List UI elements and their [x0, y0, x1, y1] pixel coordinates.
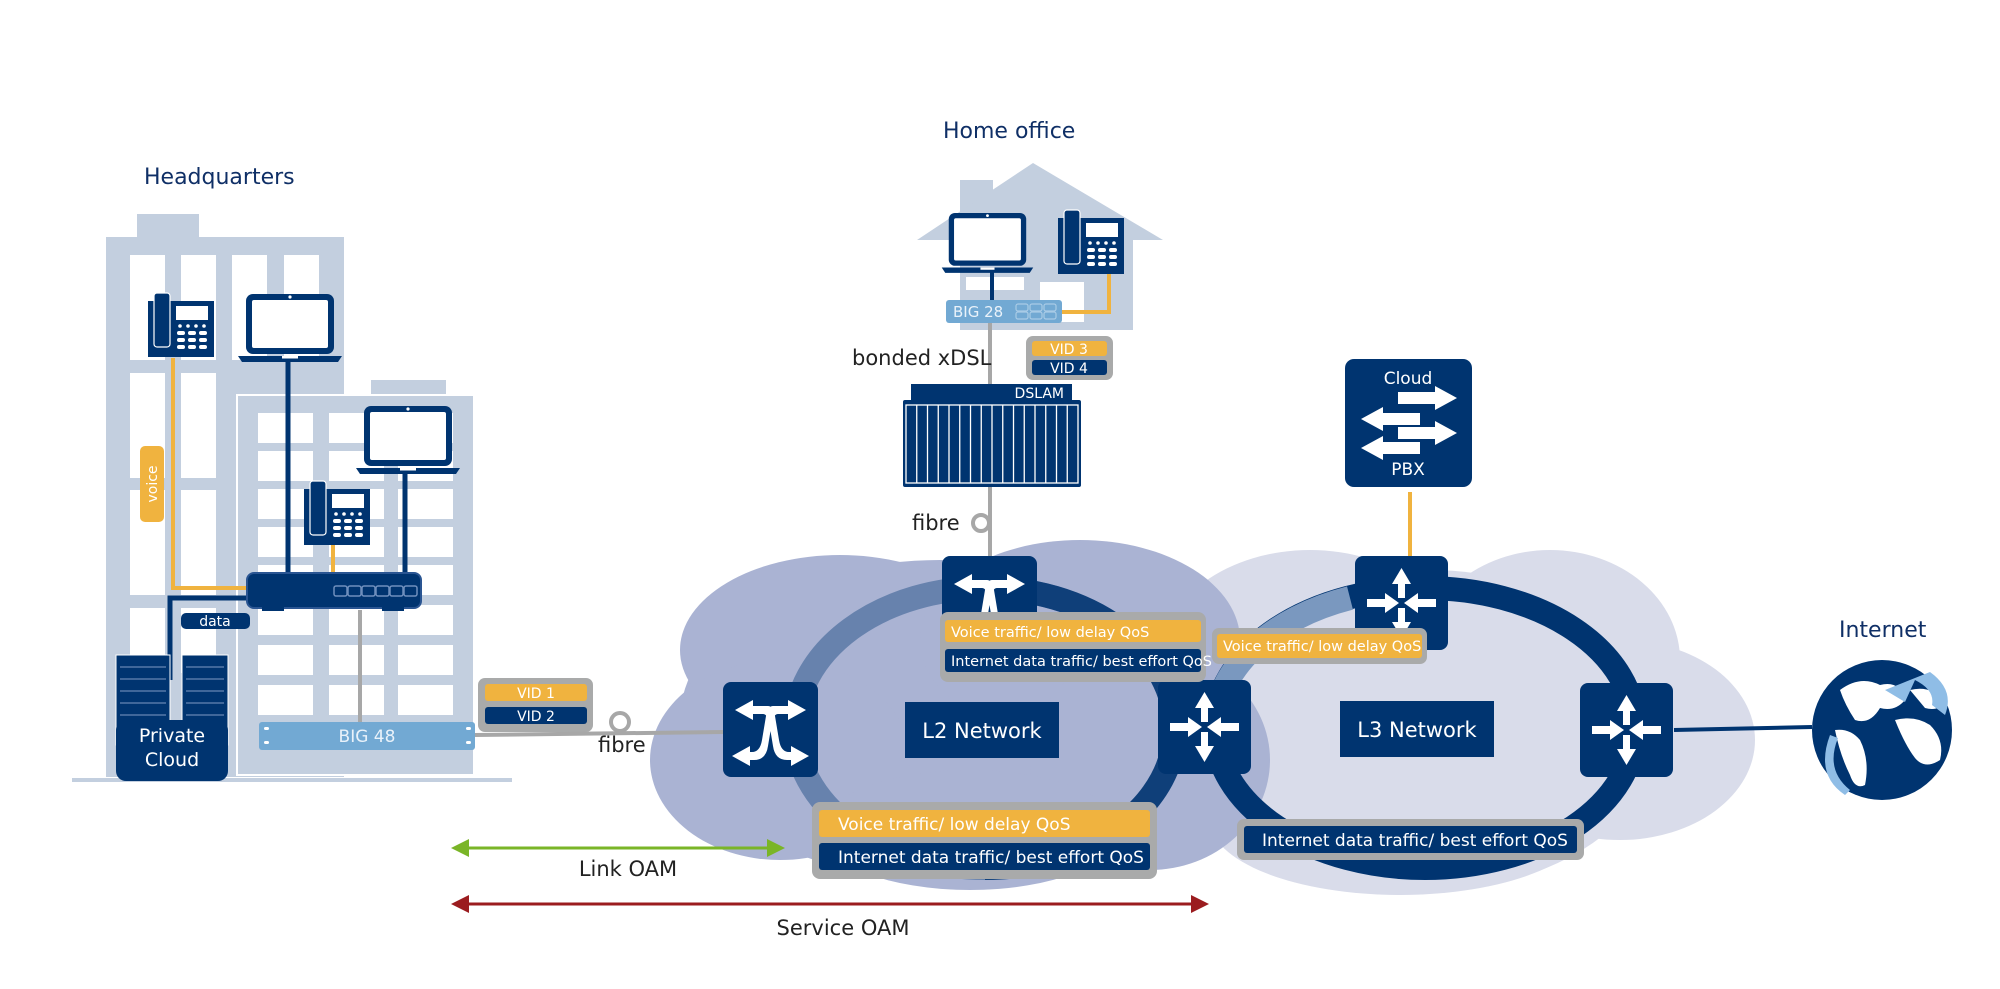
- voice-tag: voice: [140, 446, 164, 522]
- globe-icon: [1812, 660, 1952, 800]
- big28-label: BIG 28: [953, 303, 1003, 321]
- data-traffic-label: Internet data traffic/ best effort QoS: [951, 654, 1212, 670]
- home-fibre-label: fibre: [912, 511, 960, 535]
- bonded-xdsl-label: bonded xDSL: [852, 346, 992, 370]
- link-oam-label: Link OAM: [579, 857, 677, 881]
- traffic-tag-l3-bottom: Internet data traffic/ best effort QoS: [1237, 819, 1584, 860]
- desk-phone-icon: [147, 292, 215, 358]
- l2-l3-router-icon: [1158, 680, 1251, 774]
- big48-label: BIG 48: [339, 727, 396, 747]
- vid4-label: VID 4: [1050, 361, 1088, 377]
- dslam-device: DSLAM: [903, 384, 1081, 487]
- data-traffic-label: Internet data traffic/ best effort QoS: [1262, 831, 1568, 851]
- voice-traffic-label: Voice traffic/ low delay QoS: [951, 625, 1149, 641]
- private-cloud-label: Private: [139, 725, 205, 747]
- home-office-site: Home office BIG 28 bonded xDSL VID 3: [852, 119, 1163, 556]
- voice-cable: [171, 358, 247, 590]
- l2-edge-switch-icon: [723, 682, 818, 777]
- vid1-label: VID 1: [517, 686, 555, 702]
- hq-fibre-label: fibre: [598, 733, 646, 757]
- laptop-icon: [238, 294, 342, 362]
- l3-edge-router-icon: [1580, 683, 1673, 777]
- big28-device: BIG 28: [946, 300, 1062, 323]
- data-tag: data: [181, 613, 250, 630]
- home-office-title: Home office: [943, 119, 1075, 144]
- big48-device: BIG 48: [259, 722, 475, 750]
- svg-text:L3 Network: L3 Network: [1357, 718, 1477, 742]
- private-cloud-servers: Private Cloud: [115, 654, 229, 781]
- lan-switch: [246, 572, 422, 611]
- l2-network-label: L2 Network: [905, 702, 1059, 758]
- svg-text:voice: voice: [145, 465, 161, 502]
- vid2-label: VID 2: [517, 709, 555, 725]
- laptop-icon: [356, 406, 460, 474]
- data-traffic-label: Internet data traffic/ best effort QoS: [838, 848, 1144, 868]
- internet-site: Internet: [1812, 618, 1952, 800]
- desk-phone-icon: [303, 480, 371, 546]
- cloud-pbx-label: PBX: [1391, 460, 1425, 480]
- traffic-tag-mid: Voice traffic/ low delay QoS: [1212, 628, 1427, 664]
- headquarters-title: Headquarters: [144, 165, 295, 190]
- link-oam: Link OAM: [451, 839, 785, 881]
- internet-link: [1673, 725, 1813, 732]
- internet-title: Internet: [1839, 618, 1927, 643]
- service-oam-label: Service OAM: [777, 916, 910, 940]
- vid3-label: VID 3: [1050, 342, 1088, 358]
- laptop-icon: [941, 213, 1034, 273]
- hq-fibre-link: fibre: [474, 711, 724, 757]
- private-cloud-label: Cloud: [145, 749, 199, 771]
- phone-cable: [1062, 274, 1111, 314]
- bidirectional-arrows-icon: [1361, 386, 1457, 460]
- cloud-pbx: Cloud PBX: [1345, 359, 1472, 487]
- traffic-tag-l2-bottom: Voice traffic/ low delay QoS Internet da…: [812, 802, 1157, 879]
- dslam-label: DSLAM: [1015, 386, 1064, 402]
- l3-network-label: L3 Network: [1340, 701, 1494, 757]
- data-cable: [167, 595, 247, 680]
- desk-phone-icon: [1057, 209, 1125, 275]
- voice-traffic-label: Voice traffic/ low delay QoS: [838, 815, 1071, 835]
- ground-line: [72, 778, 512, 782]
- svg-text:data: data: [199, 614, 231, 630]
- service-oam: Service OAM: [451, 895, 1209, 940]
- headquarters-site: Headquarters: [72, 165, 593, 782]
- vid-tag-group-hq: VID 1 VID 2: [478, 678, 593, 732]
- cloud-pbx-label: Cloud: [1384, 369, 1433, 389]
- svg-text:L2 Network: L2 Network: [922, 719, 1042, 743]
- voice-traffic-label: Voice traffic/ low delay QoS: [1223, 639, 1421, 655]
- traffic-tag-l2-top: Voice traffic/ low delay QoS Internet da…: [940, 612, 1212, 682]
- vid-tag-group-home: VID 3 VID 4: [1026, 336, 1113, 380]
